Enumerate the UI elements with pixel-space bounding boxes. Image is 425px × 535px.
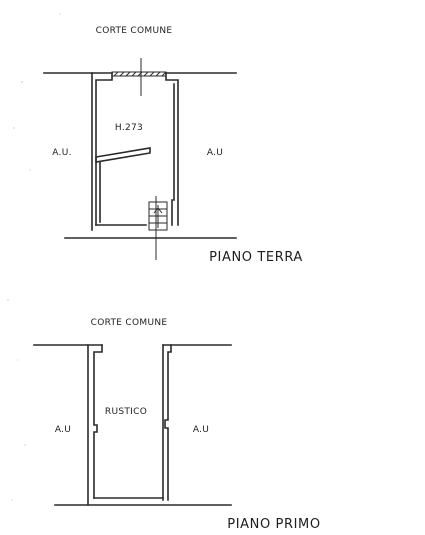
ground-floor-right-unit-label: A.U [207,148,223,158]
ground-floor-title: PIANO TERRA [209,250,303,265]
ground-floor-left-unit-label: A.U. [52,148,72,158]
first-floor-courtyard-label: CORTE COMUNE [91,318,168,328]
first-floor-title: PIANO PRIMO [227,517,320,532]
ground-floor-stair [148,201,168,231]
first-floor-plan: CORTE COMUNE RUSTICO A.U A.U PIANO PRIMO [33,318,320,532]
ground-floor-plan: CORTE COMUNE [43,26,303,265]
scan-specks [7,13,61,501]
first-floor-right-wall [162,344,172,501]
first-floor-room-label: RUSTICO [105,407,147,417]
first-floor-left-wall [87,344,103,506]
ground-floor-partition [95,147,151,223]
ground-floor-right-wall [165,72,179,226]
ground-floor-top-wall-hatch [111,71,167,77]
first-floor-right-unit-label: A.U [193,425,209,435]
ground-floor-room-label: H.273 [115,123,143,133]
ground-floor-courtyard-label: CORTE COMUNE [96,26,173,36]
first-floor-left-unit-label: A.U [55,425,71,435]
ground-floor-left-wall [91,72,113,231]
